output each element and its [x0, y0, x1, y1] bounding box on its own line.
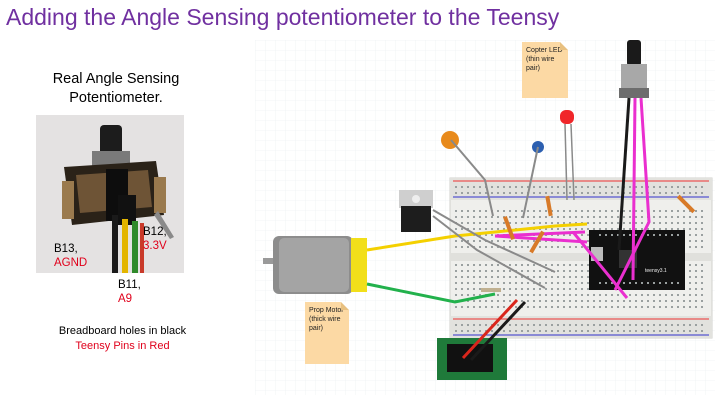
photo-caption-line1: Real Angle Sensing — [52, 71, 180, 87]
motor-cap — [351, 238, 367, 292]
note-prop-motor: Prop Motor (thick wire pair) — [305, 302, 349, 364]
b11-label: B11, A9 — [118, 278, 141, 306]
teensy-label: teensy3.1 — [645, 268, 667, 274]
legend: Breadboard holes in black Teensy Pins in… — [20, 324, 225, 354]
slide-title: Adding the Angle Sensing potentiometer t… — [6, 4, 560, 30]
legend-red: Teensy Pins in Red — [75, 340, 170, 352]
b13-pin: AGND — [54, 257, 88, 269]
b13-label: B13, AGND — [54, 242, 87, 270]
b12-label: B12, 3.3V — [143, 225, 167, 253]
potentiometer-photo — [36, 115, 184, 273]
breadboard-diagram: teensy3.1 — [255, 40, 715, 395]
regulator — [401, 206, 431, 232]
b12-hole: B12, — [143, 226, 167, 238]
led-red — [560, 110, 574, 124]
pot-body — [621, 64, 647, 90]
b12-pin: 3.3V — [143, 240, 167, 252]
photo-caption: Real Angle Sensing Potentiometer. — [26, 70, 206, 108]
pot-shaft — [627, 40, 641, 66]
photo-caption-line2: Potentiometer. — [69, 90, 163, 106]
b11-pin: A9 — [118, 293, 133, 305]
legend-black: Breadboard holes in black — [58, 325, 187, 337]
circuit-drawing: teensy3.1 — [255, 40, 715, 395]
note-copter-led: Copter LED (thin wire pair) — [522, 42, 568, 98]
potentiometer-illustration — [36, 115, 184, 273]
b13-hole: B13, — [54, 243, 78, 255]
b11-hole: B11, — [118, 279, 141, 291]
